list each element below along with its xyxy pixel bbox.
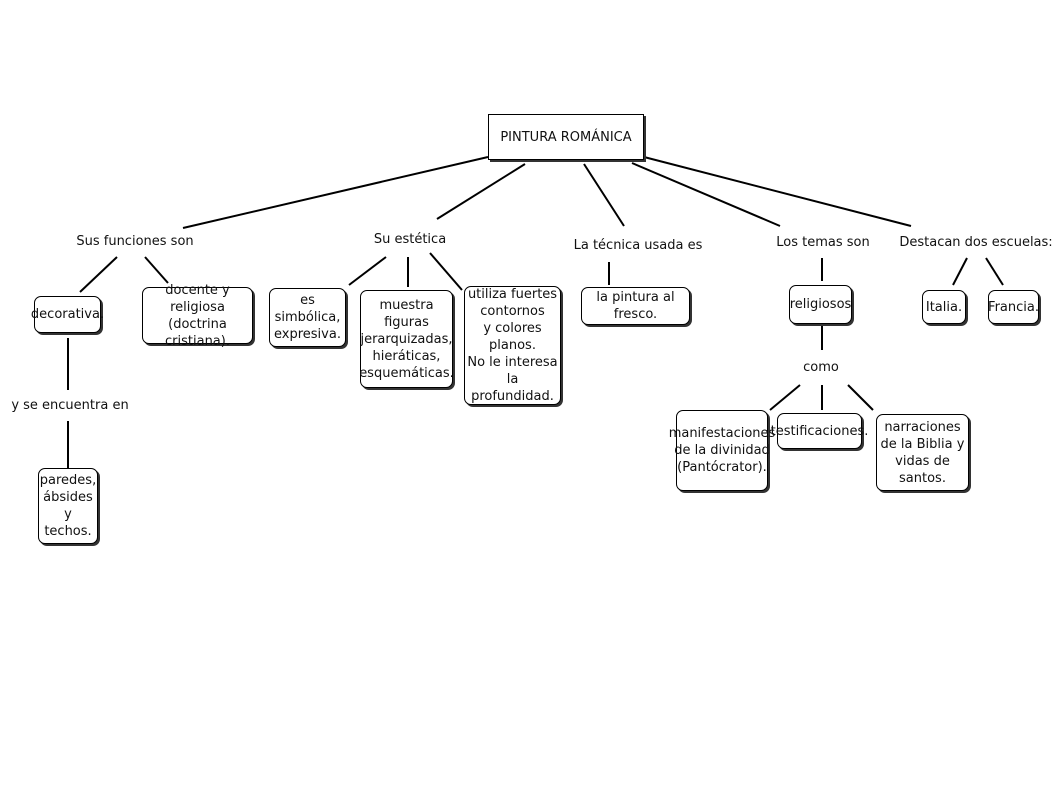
node-italia: Italia. <box>922 290 966 324</box>
connector-escuelas-italia <box>952 257 968 286</box>
node-simbolica: es simbólica, expresiva. <box>269 288 346 347</box>
node-paredes-absides-techos: paredes, ábsides y techos. <box>38 468 98 544</box>
connector-root-funciones <box>182 156 489 229</box>
connector-root-tecnica <box>583 163 625 227</box>
connector-link-sub3 <box>847 384 874 411</box>
connector-link-sub1 <box>769 384 801 411</box>
connector-escuelas-francia <box>985 257 1004 286</box>
connector-root-escuelas <box>643 156 912 227</box>
node-narraciones: narraciones de la Biblia y vidas de sant… <box>876 414 969 491</box>
node-religiosos: religiosos <box>789 285 852 324</box>
node-decorativa: decorativa. <box>31 296 104 333</box>
node-testificaciones: testificaciones. <box>771 413 868 449</box>
link-como: como <box>803 359 839 375</box>
label-tecnica: La técnica usada es <box>573 237 703 253</box>
node-francia: Francia. <box>988 290 1039 324</box>
root-concept: PINTURA ROMÁNICA <box>488 114 644 160</box>
connector-root-temas <box>631 162 781 227</box>
node-pintura-fresco: la pintura al fresco. <box>581 287 690 325</box>
label-escuelas: Destacan dos escuelas: <box>899 234 1053 250</box>
connector-estetica-item3 <box>429 252 463 291</box>
node-contornos: utiliza fuertes contornos y colores plan… <box>464 286 561 405</box>
link-se-encuentra: y se encuentra en <box>11 397 129 413</box>
label-estetica: Su estética <box>373 231 447 247</box>
connector-estetica-item1 <box>348 256 387 286</box>
connector-funciones-decorativa <box>79 256 118 293</box>
label-temas: Los temas son <box>776 234 870 250</box>
label-funciones: Sus funciones son <box>76 233 194 249</box>
connector-funciones-docente <box>144 256 169 284</box>
node-docente-religiosa: docente y religiosa (doctrina cristiana)… <box>142 283 253 349</box>
node-figuras: muestra figuras jerarquizadas, hierática… <box>359 290 454 388</box>
node-manifestaciones: manifestaciones de la divinidad (Pantócr… <box>669 410 775 491</box>
connector-root-estetica <box>436 163 526 220</box>
